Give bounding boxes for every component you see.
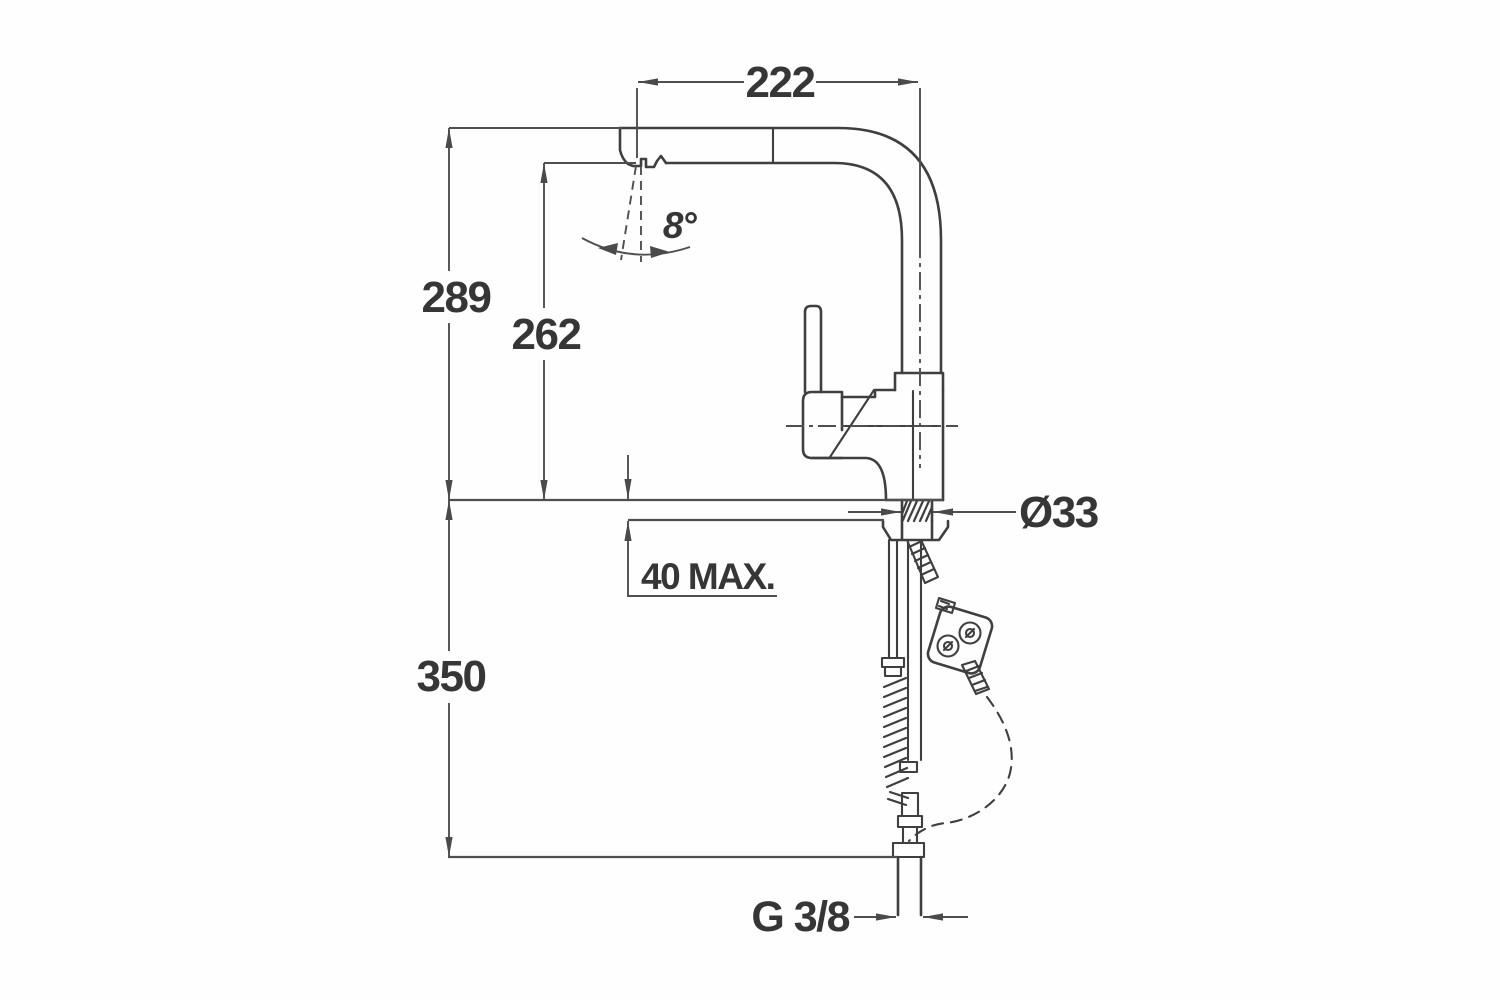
label-height-outlet: 262 (512, 310, 581, 359)
connector-screw-right (958, 621, 982, 645)
supply-pipe (887, 538, 899, 660)
label-deck-thickness: 40 MAX. (641, 556, 774, 597)
angle-arc (581, 237, 691, 256)
spray-head (618, 126, 668, 169)
connector-stub (934, 596, 957, 615)
pullout-hose-dashed-loop (907, 695, 1013, 843)
mounting-flange (881, 519, 950, 542)
label-supply-connection: G 3/8 (751, 893, 849, 941)
body-collar (893, 371, 945, 392)
angle-arrow-left (598, 243, 618, 255)
faucet-profile (618, 126, 1013, 917)
handle-lever (803, 304, 823, 394)
faucet-handle (801, 304, 844, 460)
dim-40-lower-leader (624, 521, 777, 597)
spray-head-contour (618, 126, 668, 169)
spout-inner-contour (664, 161, 904, 375)
hose-spring-coil (882, 676, 910, 789)
body-bottom-step (810, 456, 945, 502)
dim-height-outlet (540, 162, 636, 500)
hose-connector-block (926, 596, 994, 696)
centerlines (786, 240, 958, 468)
dim-height-spout-top (445, 127, 622, 500)
angle-dashed-tilted (620, 165, 637, 261)
label-clearance-below: 350 (417, 652, 486, 701)
pipe-fitting (880, 656, 906, 678)
body-shoulder (840, 388, 897, 399)
dim-spout-reach (636, 78, 921, 240)
label-spray-angle: 8° (663, 205, 697, 246)
g38-tailpiece (896, 855, 923, 917)
connector-screw-left (936, 634, 960, 658)
connector-screw-left-head (942, 640, 954, 652)
handle-cap (801, 390, 844, 460)
hose-guide-tube (898, 540, 923, 774)
dimension-annotations (445, 78, 1016, 921)
dim-spray-angle (581, 165, 691, 262)
shank-edges (900, 498, 934, 523)
connector-screw-right-head (964, 627, 976, 639)
reference-lines (448, 498, 943, 859)
label-spout-reach: 222 (746, 58, 815, 107)
connector-tail (960, 659, 991, 696)
faucet-spout (618, 126, 943, 375)
dim-deck-thickness (624, 455, 777, 597)
angle-arrow-right (650, 246, 670, 258)
body-taper-seam (828, 388, 876, 459)
shank-threads (900, 499, 934, 523)
end-fitting-stack (891, 791, 926, 859)
dimension-labels: 222 8° 289 262 Ø33 40 MAX. 350 G 3/8 (417, 58, 1100, 941)
spout-outer-contour (618, 126, 943, 375)
screw-slots (942, 627, 976, 652)
label-base-diameter: Ø33 (1019, 488, 1098, 537)
label-height-spout-top: 289 (422, 273, 491, 322)
connector-body (926, 605, 994, 675)
supply-hoses (880, 538, 926, 917)
connector-tail-threads (964, 664, 989, 693)
